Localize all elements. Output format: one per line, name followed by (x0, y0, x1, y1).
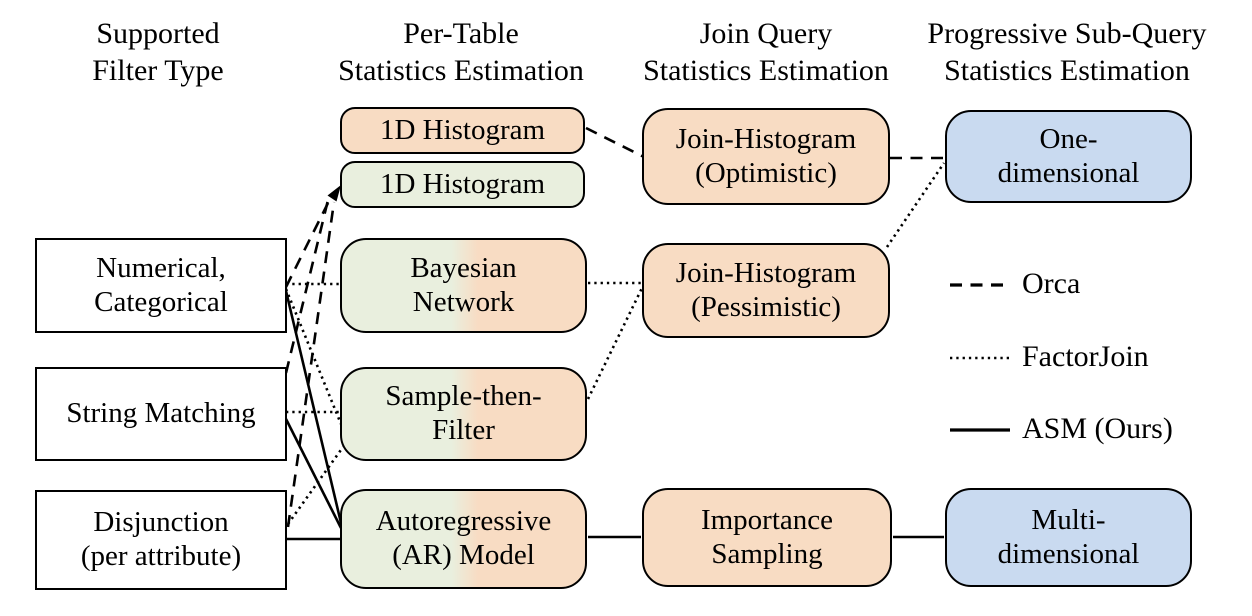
edge-fj-stf-to-jhp (586, 287, 644, 400)
node-sample-then-filter: Sample-then- Filter (340, 367, 587, 461)
node-disjunction-per-attribute: Disjunction (per attribute) (35, 490, 287, 590)
edge-asm-numerical-to-ar (284, 290, 343, 524)
node-1d-histogram-orca: 1D Histogram (340, 107, 585, 154)
column-header-progressive-subquery-stats: Progressive Sub-Query Statistics Estimat… (927, 17, 1207, 87)
column-header-supported-filter-type: Supported Filter Type (92, 17, 224, 87)
node-bayesian-network: Bayesian Network (340, 238, 587, 333)
legend-label-orca: Orca (1022, 267, 1081, 300)
node-numerical-categorical: Numerical, Categorical (35, 238, 287, 333)
arrowhead-into-histogram (327, 185, 341, 202)
node-string-matching: String Matching (35, 367, 287, 461)
column-header-join-query-stats: Join Query Statistics Estimation (643, 17, 889, 87)
legend-label-factorjoin: FactorJoin (1022, 340, 1149, 373)
edge-fj-jhp-to-oned (885, 162, 946, 248)
node-join-histogram-optimistic: Join-Histogram (Optimistic) (642, 108, 890, 205)
node-autoregressive-model: Autoregressive (AR) Model (340, 489, 587, 589)
edge-fj-disjunction-to-stf (286, 446, 345, 525)
edge-asm-string-to-ar (284, 418, 343, 529)
edge-orca-numerical-to-hist (284, 196, 333, 288)
node-join-histogram-pessimistic: Join-Histogram (Pessimistic) (642, 243, 890, 338)
edge-fj-numerical-to-stf (284, 288, 343, 425)
node-importance-sampling: Importance Sampling (642, 488, 892, 587)
edge-orca-string-to-hist (284, 199, 330, 374)
edge-orca-hist1-to-jho (585, 126, 645, 159)
legend-label-asm: ASM (Ours) (1022, 412, 1173, 445)
edge-orca-disjunction-to-hist (286, 201, 336, 528)
node-1d-histogram-factorjoin: 1D Histogram (340, 161, 585, 208)
node-one-dimensional: One- dimensional (945, 110, 1192, 203)
node-multi-dimensional: Multi- dimensional (945, 488, 1192, 587)
column-header-per-table-stats: Per-Table Statistics Estimation (338, 17, 584, 87)
